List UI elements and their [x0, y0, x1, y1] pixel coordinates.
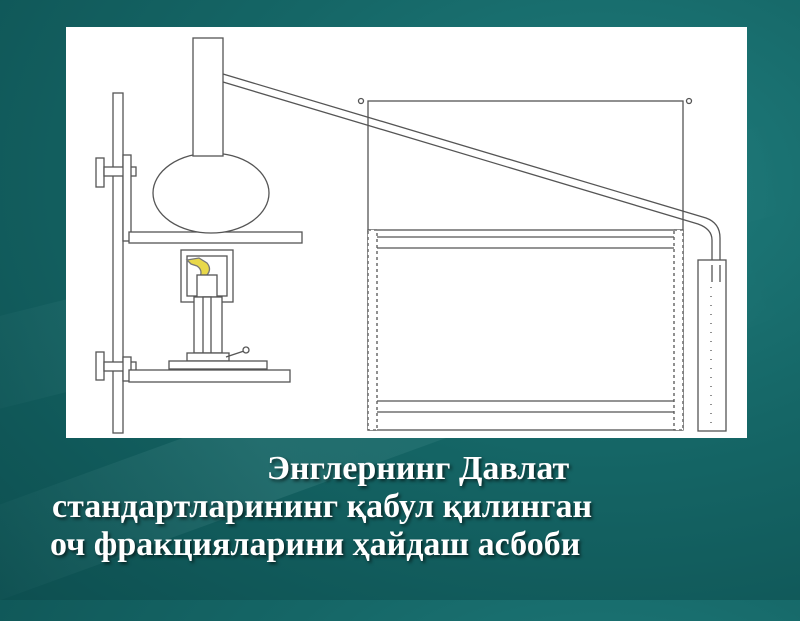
clamp-screw: [95, 154, 137, 242]
condenser-tube: [222, 73, 721, 265]
cooling-bath: [357, 97, 693, 431]
stand-rod: [112, 92, 124, 434]
slide-title: Энглернинг Давлат стандартларининг қабул…: [0, 450, 800, 564]
title-line: Энглернинг Давлат: [266, 450, 570, 487]
flask-shelf: [128, 231, 303, 244]
flask-neck: [192, 37, 224, 157]
title-line: стандартларининг қабул қилинган: [52, 488, 593, 525]
lower-shelf: [128, 369, 291, 383]
flask: [152, 152, 270, 234]
burner: [193, 274, 223, 354]
clamp-screw: [95, 351, 137, 382]
title-line: оч фракцияларини ҳайдаш асбоби: [50, 526, 581, 563]
apparatus-diagram: [95, 37, 727, 434]
receiver-cylinder: [697, 259, 727, 432]
diagram-panel: [66, 27, 747, 438]
burner-base: [168, 346, 268, 370]
